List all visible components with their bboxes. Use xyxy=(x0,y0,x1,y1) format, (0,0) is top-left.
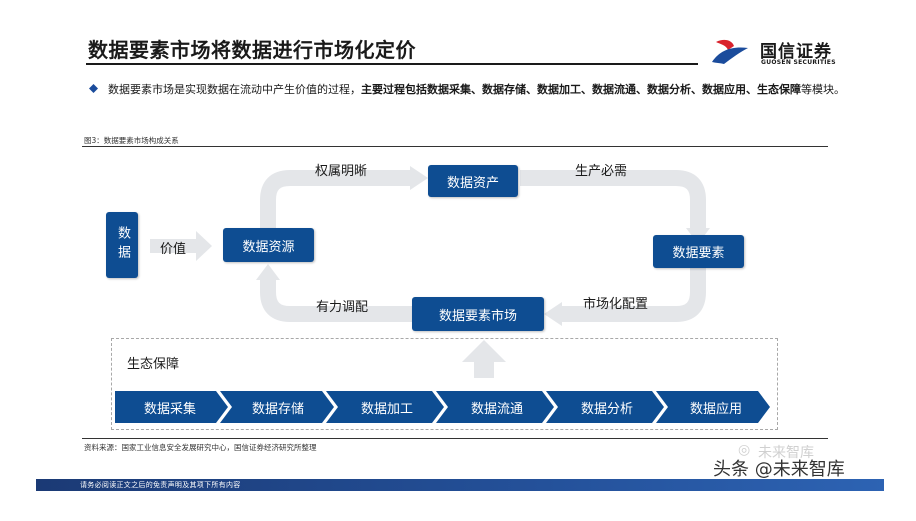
title-divider xyxy=(86,63,698,65)
chevron-store xyxy=(220,391,334,423)
flow-band-element-to-market xyxy=(560,266,706,322)
source-note: 资料来源：国家工业信息安全发展研究中心，国信证券经济研究所整理 xyxy=(84,443,317,452)
edge-label-ownership: 权属明晰 xyxy=(315,164,368,179)
node-data: 数据 xyxy=(106,212,138,278)
watermark-big: 头条 @未来智库 xyxy=(713,459,845,480)
flow-band-resource-to-asset xyxy=(260,170,412,230)
flow-arrowhead-asset xyxy=(410,166,428,190)
logo-text: 国信证券 xyxy=(760,42,832,62)
bullet-text-bold: 主要过程包括数据采集、数据存储、数据加工、数据流通、数据分析、数据应用、生态保障 xyxy=(361,83,801,96)
watermark-icon: ◎ xyxy=(738,442,751,458)
bullet-paragraph: 数据要素市场是实现数据在流动中产生价值的过程，主要过程包括数据采集、数据存储、数… xyxy=(108,79,848,100)
ecosystem-title: 生态保障 xyxy=(127,357,180,372)
ecosystem-box xyxy=(111,338,778,430)
logo-subtext: GUOSEN SECURITIES xyxy=(761,59,836,66)
bullet-text-end: 等模块。 xyxy=(801,83,845,96)
footer-disclaimer: 请务必阅读正文之后的免责声明及其项下所有内容 xyxy=(80,481,241,489)
step-label-apply: 数据应用 xyxy=(689,401,742,417)
chevron-process xyxy=(326,391,444,423)
edge-label-regulation: 有力调配 xyxy=(316,300,369,315)
ecosystem-up-arrow xyxy=(462,340,506,378)
step-label-collect: 数据采集 xyxy=(143,401,196,417)
node-data-label: 数据 xyxy=(115,226,130,264)
page-title: 数据要素市场将数据进行市场化定价 xyxy=(88,38,416,62)
watermark-small: 未来智库 xyxy=(758,445,814,461)
node-data-asset: 数据资产 xyxy=(428,165,518,197)
edge-label-value: 价值 xyxy=(160,242,187,257)
flow-arrowhead-market xyxy=(544,302,562,326)
step-label-store: 数据存储 xyxy=(251,401,304,417)
chevron-analyze xyxy=(546,391,664,423)
footer-bar xyxy=(36,479,884,491)
step-label-process: 数据加工 xyxy=(360,401,413,417)
diamond-bullet-icon xyxy=(89,84,98,93)
node-data-resource: 数据资源 xyxy=(223,228,314,262)
chevron-circulate xyxy=(436,391,554,423)
flow-arrowhead-resource xyxy=(256,264,280,280)
flow-band-market-to-resource xyxy=(260,276,412,322)
source-rule xyxy=(82,438,828,439)
guosen-logo-icon xyxy=(712,39,748,64)
edge-label-allocation: 市场化配置 xyxy=(583,297,649,312)
chevron-apply xyxy=(656,391,770,423)
node-data-element: 数据要素 xyxy=(653,235,744,268)
node-data-market: 数据要素市场 xyxy=(412,297,544,331)
figure-top-rule xyxy=(82,146,828,147)
figure-caption: 图3：数据要素市场构成关系 xyxy=(84,136,179,145)
chevron-collect xyxy=(115,391,228,423)
step-label-analyze: 数据分析 xyxy=(580,401,633,417)
bullet-text-regular: 数据要素市场是实现数据在流动中产生价值的过程， xyxy=(108,83,361,96)
edge-label-production: 生产必需 xyxy=(575,164,628,179)
step-label-circulate: 数据流通 xyxy=(470,401,523,417)
value-arrow xyxy=(150,231,212,261)
flow-band-asset-to-element xyxy=(520,170,706,230)
